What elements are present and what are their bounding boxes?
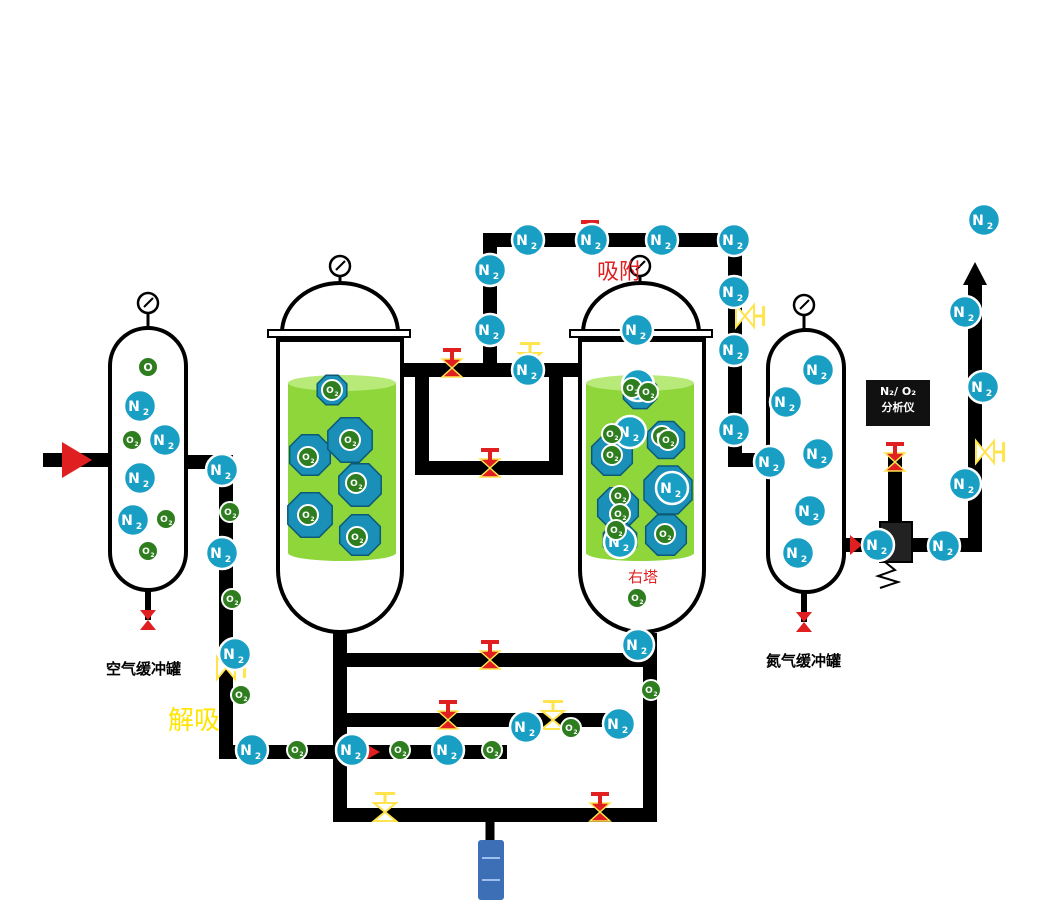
n2-tank-label: 氮气缓冲罐 — [766, 652, 842, 670]
n2-molecule-12 — [620, 627, 656, 663]
n2-molecule-11 — [601, 706, 637, 742]
o2-molecule-19 — [637, 381, 659, 403]
o2-molecule-20 — [601, 423, 623, 445]
n2-molecule-28 — [752, 444, 788, 480]
n2-molecule-3 — [115, 502, 151, 538]
o2-molecule-9 — [560, 717, 582, 739]
inlet-arrow — [62, 442, 92, 478]
n2-molecule-6 — [217, 636, 253, 672]
o2-molecule-11 — [626, 587, 648, 609]
o2-molecule-7 — [389, 739, 411, 761]
n2-molecule-17 — [644, 222, 680, 258]
n2-molecule-39 — [947, 466, 983, 502]
n2-molecule-34 — [860, 527, 896, 563]
n2-molecule-18 — [716, 222, 752, 258]
n2-molecule-22 — [510, 352, 546, 388]
analyzer-box — [866, 380, 930, 426]
o2-molecule-1 — [155, 508, 177, 530]
n2-molecule-9 — [430, 732, 466, 768]
o2-molecule-27 — [654, 523, 676, 545]
o2-molecule-8 — [481, 739, 503, 761]
n2-molecule-19 — [716, 274, 752, 310]
n2-molecule-37 — [947, 294, 983, 330]
n2-tank-bottom-valve[interactable] — [796, 592, 812, 632]
air-buffer-tank — [108, 291, 188, 630]
n2-molecule-23 — [619, 312, 655, 348]
n2-molecule-20 — [716, 332, 752, 368]
o2-molecule-0 — [121, 429, 143, 451]
n2-molecule-35 — [926, 528, 962, 564]
n2-molecule-36 — [966, 202, 1002, 238]
svg-text:O: O — [143, 361, 152, 374]
o-molecule: O — [137, 356, 159, 378]
o2-molecule-13 — [339, 429, 361, 451]
right-tower-label: 右塔 — [628, 568, 659, 586]
n2-molecule-5 — [204, 535, 240, 571]
o2-molecule-17 — [346, 526, 368, 548]
air-tank-label: 空气缓冲罐 — [106, 660, 182, 678]
analyzer-label-line1: N₂/ O₂ — [879, 385, 917, 398]
n2-molecule-31 — [800, 436, 836, 472]
molecules: O — [115, 202, 1002, 768]
o2-molecule-26 — [605, 519, 627, 541]
o2-molecule-10 — [640, 679, 662, 701]
desorb-label: 解吸 — [168, 706, 221, 736]
o2-molecule-15 — [345, 472, 367, 494]
o2-molecule-4 — [221, 588, 243, 610]
n2-molecule-14 — [472, 312, 508, 348]
n2-molecule-30 — [768, 384, 804, 420]
o2-molecule-6 — [286, 739, 308, 761]
n2-molecule-16 — [574, 222, 610, 258]
o2-molecule-22 — [657, 429, 679, 451]
o2-molecule-3 — [219, 501, 241, 523]
n2-molecule-2 — [122, 460, 158, 496]
o2-molecule-16 — [297, 504, 319, 526]
n2-molecule-8 — [334, 732, 370, 768]
n2-molecule-38 — [965, 369, 1001, 405]
n2-molecule-13 — [472, 252, 508, 288]
nitrogen-outlet — [478, 840, 504, 900]
n2-molecule-1 — [147, 422, 183, 458]
o2-molecule-14 — [297, 446, 319, 468]
n2-molecule-10 — [508, 709, 544, 745]
outlet-arrow — [963, 262, 987, 285]
n2-molecule-0 — [122, 388, 158, 424]
o2-molecule-23 — [601, 444, 623, 466]
analyzer-label: N₂/ O₂ 分析仪 — [866, 384, 930, 416]
n2-molecule-29 — [800, 352, 836, 388]
n2-molecule-4 — [204, 452, 240, 488]
o2-molecule-12 — [321, 379, 343, 401]
n2-molecule-32 — [792, 493, 828, 529]
n2-molecule-33 — [780, 535, 816, 571]
o2-molecule-2 — [137, 540, 159, 562]
n2-molecule-21 — [716, 412, 752, 448]
o2-molecule-5 — [230, 684, 252, 706]
adsorb-label: 吸附 — [597, 260, 642, 285]
air-tank-bottom-valve[interactable] — [140, 590, 156, 630]
n2-molecule-15 — [510, 222, 546, 258]
n2-molecule-26 — [654, 470, 690, 506]
n2-molecule-7 — [234, 732, 270, 768]
analyzer-label-line2: 分析仪 — [881, 401, 915, 414]
